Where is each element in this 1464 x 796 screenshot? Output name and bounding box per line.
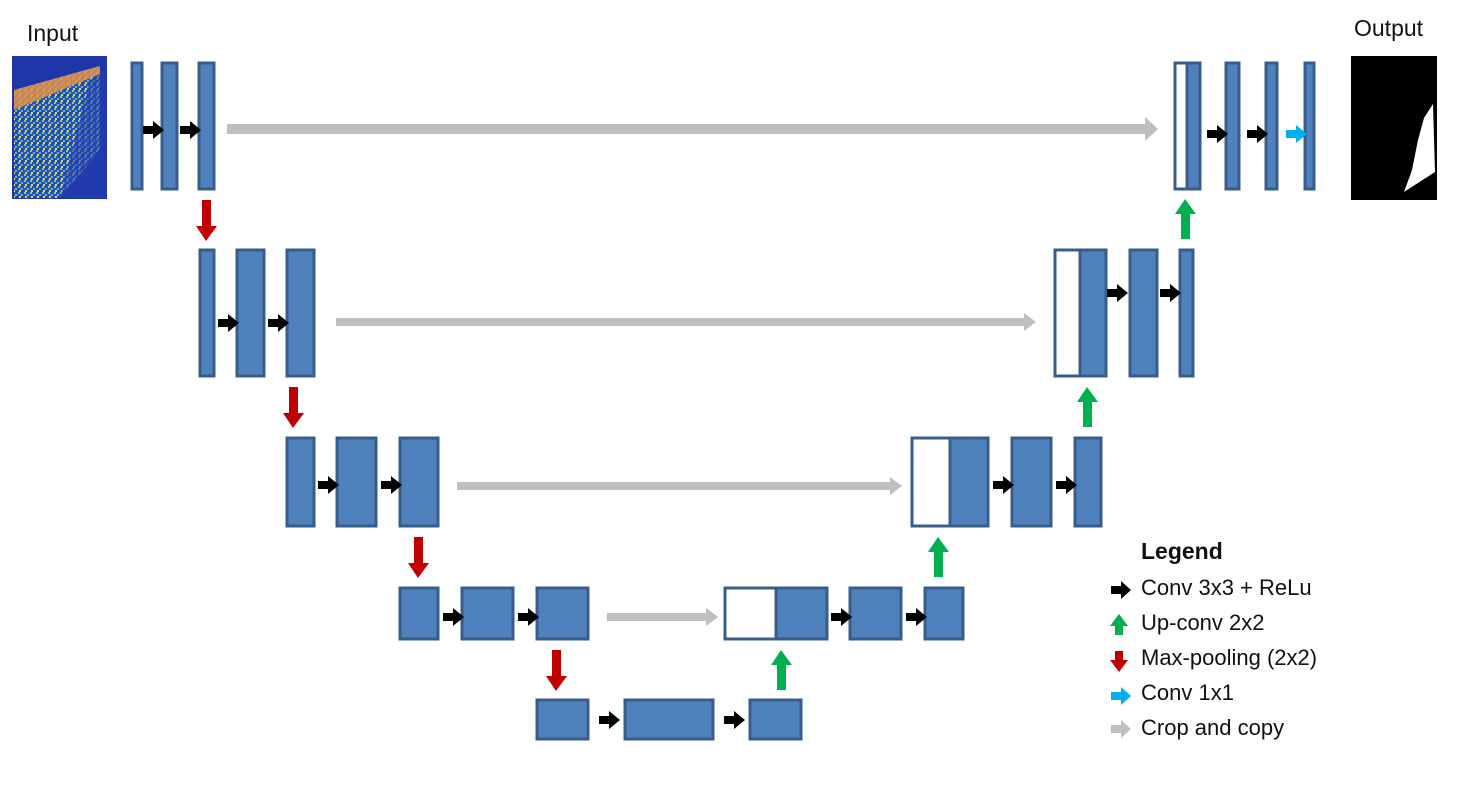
upconv-arrow-icon bbox=[771, 650, 792, 690]
feature-block bbox=[748, 698, 803, 741]
maxpool-arrow-icon bbox=[546, 650, 567, 691]
upconv-arrows bbox=[771, 199, 1196, 690]
legend-item-conv: Conv 3x3 + ReLu bbox=[1141, 575, 1312, 600]
feature-block bbox=[948, 436, 990, 528]
copied-block bbox=[723, 586, 778, 641]
feature-block bbox=[1185, 61, 1202, 191]
upconv-arrow-icon bbox=[1175, 199, 1196, 239]
conv-arrow-icon bbox=[268, 314, 289, 332]
black-arrow-right-icon bbox=[1111, 581, 1131, 599]
legend-item-conv1x1: Conv 1x1 bbox=[1141, 680, 1234, 705]
feature-block bbox=[535, 698, 590, 741]
feature-block bbox=[623, 698, 715, 741]
crop-copy-arrow-icon bbox=[227, 117, 1158, 141]
feature-block bbox=[460, 586, 515, 641]
maxpool-arrow-icon bbox=[408, 537, 429, 578]
crop-copy-arrow-icon bbox=[607, 608, 718, 626]
maxpool-arrow-icon bbox=[283, 387, 304, 428]
feature-block bbox=[198, 248, 216, 378]
feature-block bbox=[1010, 436, 1053, 528]
maxpool-arrow-icon bbox=[196, 200, 217, 241]
conv-arrow-icon bbox=[381, 476, 402, 494]
crop-copy-arrow-icon bbox=[457, 477, 902, 495]
conv-arrow-icon bbox=[443, 608, 464, 626]
feature-block bbox=[335, 436, 378, 528]
feature-block bbox=[398, 586, 440, 641]
input-label: Input bbox=[27, 20, 79, 46]
maxpool-arrows bbox=[196, 200, 567, 691]
legend-icons bbox=[1110, 581, 1131, 738]
conv-arrow-icon bbox=[143, 121, 164, 139]
feature-block bbox=[1303, 61, 1316, 191]
output-label: Output bbox=[1354, 15, 1424, 41]
feature-block bbox=[923, 586, 965, 641]
conv-arrow-icon bbox=[599, 711, 620, 729]
red-arrow-down-icon bbox=[1110, 651, 1128, 672]
feature-block bbox=[130, 61, 144, 191]
crop-copy-arrow-icon bbox=[336, 313, 1036, 331]
conv-arrow-icon bbox=[1107, 284, 1128, 302]
feature-block bbox=[1178, 248, 1195, 378]
copied-block bbox=[1173, 61, 1189, 191]
conv-arrow-icon bbox=[831, 608, 852, 626]
conv-arrow-icon bbox=[218, 314, 239, 332]
feature-block bbox=[235, 248, 266, 378]
legend-item-maxpool: Max-pooling (2x2) bbox=[1141, 645, 1318, 670]
feature-block bbox=[285, 248, 316, 378]
conv-arrow-icon bbox=[180, 121, 201, 139]
conv-arrow-icon bbox=[724, 711, 745, 729]
feature-block bbox=[398, 436, 440, 528]
gray-arrow-right-icon bbox=[1111, 720, 1131, 738]
copied-block bbox=[910, 436, 952, 528]
legend-item-upconv: Up-conv 2x2 bbox=[1141, 610, 1265, 635]
conv-arrow-icon bbox=[993, 476, 1014, 494]
legend-item-crop: Crop and copy bbox=[1141, 715, 1285, 740]
feature-block bbox=[1224, 61, 1241, 191]
input-image bbox=[12, 56, 107, 199]
conv-arrow-icon bbox=[518, 608, 539, 626]
feature-block bbox=[197, 61, 216, 191]
blue-arrow-right-icon bbox=[1111, 687, 1131, 705]
feature-block bbox=[1264, 61, 1279, 191]
feature-block bbox=[285, 436, 316, 528]
upconv-arrow-icon bbox=[928, 537, 949, 577]
feature-block bbox=[1078, 248, 1108, 378]
legend-title: Legend bbox=[1141, 538, 1223, 564]
feature-block bbox=[1073, 436, 1103, 528]
upconv-arrow-icon bbox=[1077, 387, 1098, 427]
conv1x1-arrow-icon bbox=[1286, 125, 1307, 143]
feature-block bbox=[160, 61, 179, 191]
copied-block bbox=[1053, 248, 1082, 378]
conv-arrow-icon bbox=[1247, 125, 1268, 143]
feature-block bbox=[1128, 248, 1159, 378]
conv-arrow-icon bbox=[1160, 284, 1181, 302]
green-arrow-up-icon bbox=[1110, 614, 1128, 635]
conv-arrow-icon bbox=[318, 476, 339, 494]
crop-copy-arrows bbox=[227, 117, 1158, 626]
feature-block bbox=[848, 586, 903, 641]
conv-arrow-icon bbox=[906, 608, 927, 626]
conv-arrow-icon bbox=[1056, 476, 1077, 494]
conv-arrows bbox=[143, 121, 1268, 729]
output-image bbox=[1351, 56, 1437, 200]
feature-block bbox=[535, 586, 590, 641]
conv-arrow-icon bbox=[1207, 125, 1228, 143]
feature-block bbox=[774, 586, 829, 641]
